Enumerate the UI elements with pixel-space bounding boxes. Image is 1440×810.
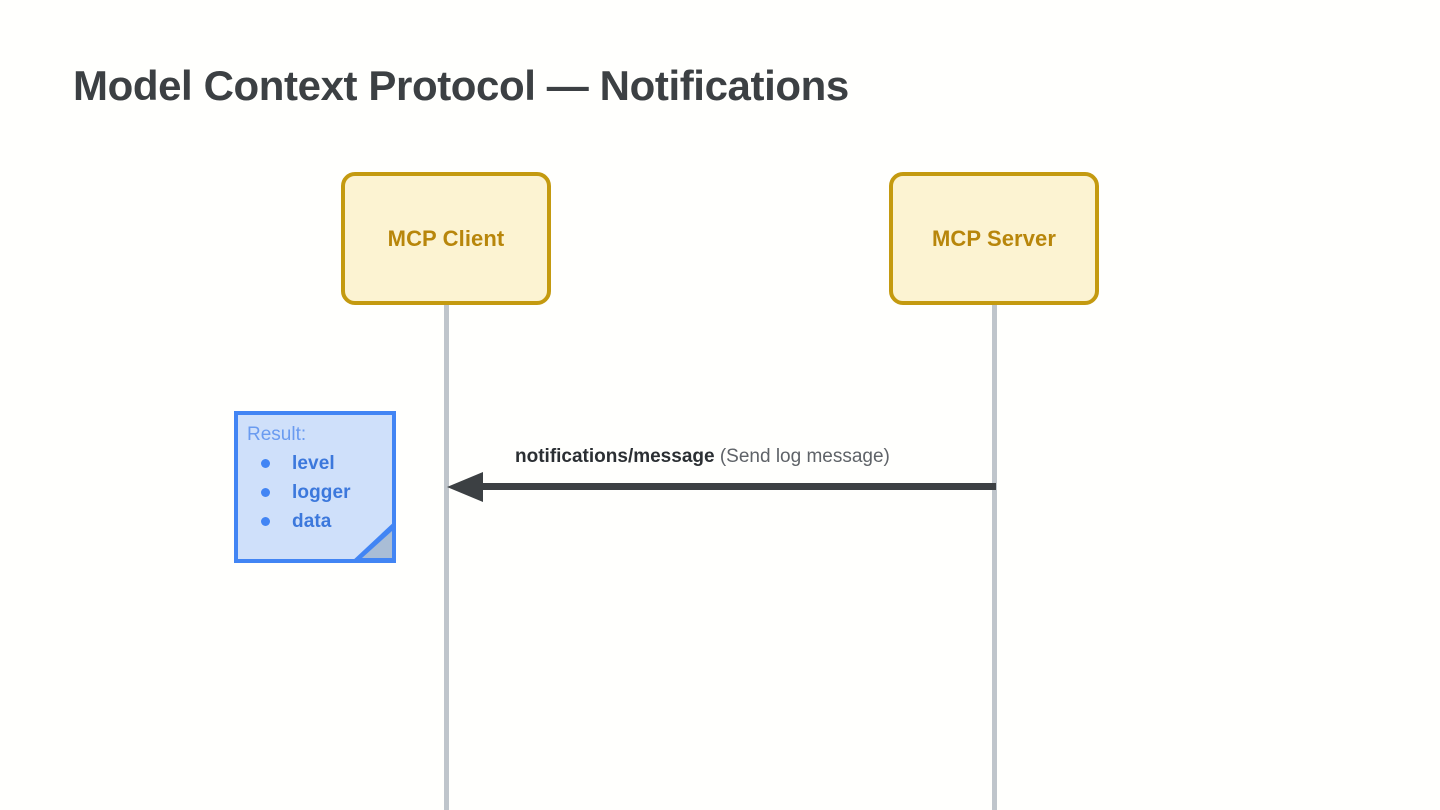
note-result: Result: level logger data bbox=[234, 411, 396, 563]
note-body bbox=[234, 411, 396, 563]
note-list-item: data bbox=[247, 507, 390, 536]
lifeline-mcp-server bbox=[992, 302, 997, 810]
participant-mcp-server-label: MCP Server bbox=[931, 225, 1057, 251]
message-arrow-line bbox=[470, 483, 996, 490]
page-title: Model Context Protocol — Notifications bbox=[73, 62, 849, 109]
note-item-label: level bbox=[292, 452, 335, 474]
note-heading: Result: bbox=[247, 424, 307, 445]
bullet-icon bbox=[261, 459, 270, 468]
note-content: Result: level logger data bbox=[247, 420, 390, 536]
participant-mcp-client-label: MCP Client bbox=[387, 225, 505, 251]
participant-mcp-client[interactable]: MCP Client bbox=[341, 172, 551, 305]
message-method-name: notifications/message bbox=[515, 446, 715, 467]
bullet-icon bbox=[261, 517, 270, 526]
message-label: notifications/message (Send log message) bbox=[515, 446, 890, 468]
note-item-label: logger bbox=[292, 481, 351, 503]
message-arrowhead-icon bbox=[447, 472, 483, 502]
bullet-icon bbox=[261, 488, 270, 497]
note-item-list: level logger data bbox=[247, 449, 390, 536]
message-description: (Send log message) bbox=[719, 446, 890, 467]
note-list-item: level bbox=[247, 449, 390, 478]
note-item-label: data bbox=[292, 510, 332, 532]
participant-mcp-server[interactable]: MCP Server bbox=[889, 172, 1099, 305]
note-list-item: logger bbox=[247, 478, 390, 507]
lifeline-mcp-client bbox=[444, 302, 449, 810]
